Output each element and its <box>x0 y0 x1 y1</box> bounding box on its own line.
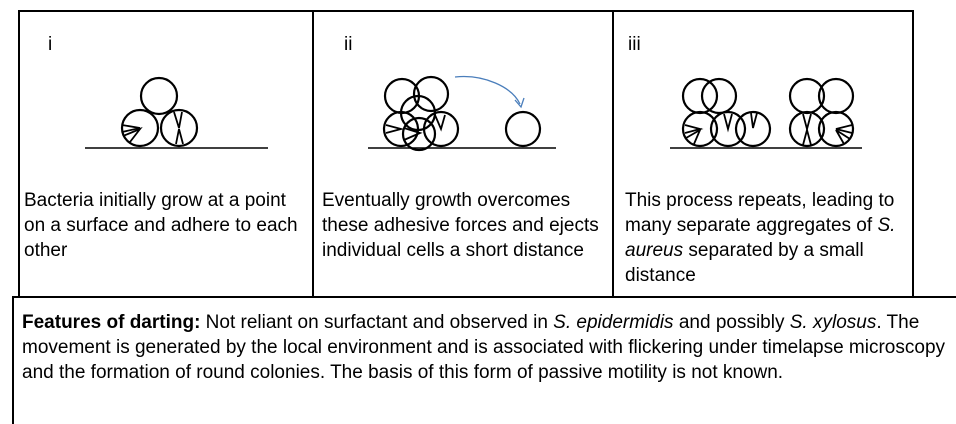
division-wedge <box>173 111 183 129</box>
panel-i: i Bacteria initially grow at a point on … <box>18 10 314 298</box>
bacterium-cell <box>120 108 160 148</box>
division-wedge <box>434 114 446 132</box>
bacterium-cell <box>734 110 772 148</box>
panel-caption: Eventually growth overcomes these adhesi… <box>322 190 599 261</box>
division-wedge <box>175 128 184 145</box>
division-wedge <box>685 127 702 145</box>
ejection-arrowhead <box>514 97 525 109</box>
division-wedge <box>835 124 853 134</box>
bacterium-cell <box>159 108 199 148</box>
ejected-cell <box>504 110 542 148</box>
diagram-panel-iii <box>670 77 862 149</box>
bacterium-cell <box>382 110 420 148</box>
bacterium-cell <box>709 110 747 148</box>
bacterium-cell <box>681 110 719 148</box>
bacterium-cell <box>422 110 460 148</box>
division-wedge <box>723 113 733 133</box>
panel-caption: Bacteria initially grow at a point on a … <box>24 190 298 261</box>
panel-caption: This process repeats, leading to many se… <box>625 190 896 286</box>
features-heading: Features of darting: <box>22 312 201 333</box>
bacterium-cell <box>681 77 719 115</box>
bacterium-cell <box>817 110 855 148</box>
division-wedge <box>802 126 812 146</box>
division-wedge <box>122 126 143 143</box>
bacterium-cell <box>412 75 450 113</box>
panel-numeral: ii <box>344 34 353 55</box>
panel-numeral: i <box>48 34 53 55</box>
bacterium-cell <box>139 76 179 116</box>
bacterium-cell <box>700 77 738 115</box>
division-wedge <box>121 124 141 133</box>
panel-iii: iii This process repeats, leading to man… <box>612 10 914 298</box>
ejection-arrow <box>454 75 521 105</box>
bacterium-cell <box>788 110 826 148</box>
features-text: Features of darting: Not reliant on surf… <box>12 296 956 424</box>
division-wedge <box>403 127 423 141</box>
division-wedge <box>835 129 851 145</box>
bacterium-cell <box>401 116 437 152</box>
division-wedge <box>385 124 405 134</box>
division-wedge <box>750 112 758 129</box>
diagram-panel-i <box>85 76 268 149</box>
panel-numeral: iii <box>628 34 641 55</box>
diagram-panel-ii <box>368 75 556 152</box>
panel-ii: ii Eventually growth overcomes these adh… <box>312 10 614 298</box>
